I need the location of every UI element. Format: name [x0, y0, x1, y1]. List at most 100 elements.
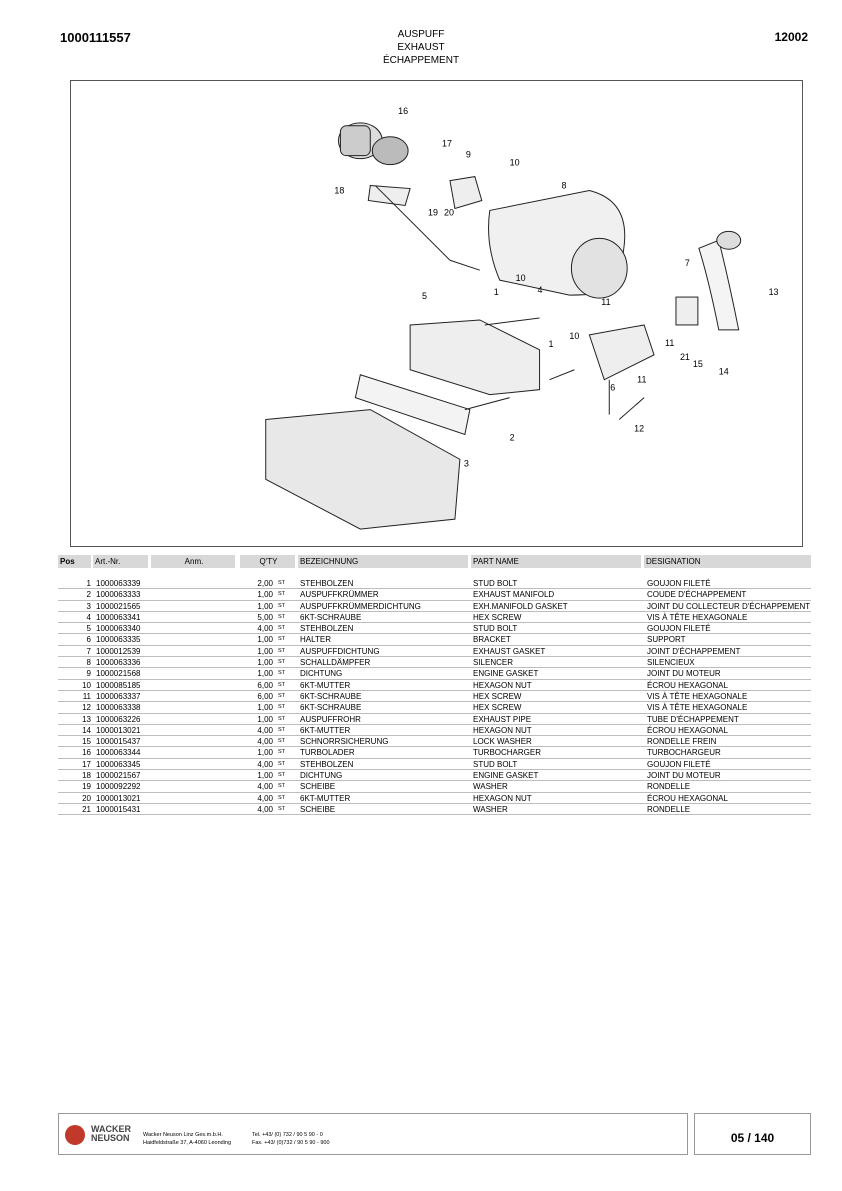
- row-part-name: HEX SCREW: [473, 691, 522, 701]
- row-qty: 1,00: [257, 748, 273, 758]
- row-bezeichnung: SCHNORRSICHERUNG: [300, 737, 389, 747]
- row-art-nr: 1000063338: [96, 703, 141, 713]
- row-art-nr: 1000015431: [96, 804, 141, 814]
- callout-label: 3: [464, 458, 469, 468]
- row-pos: 14: [82, 725, 91, 735]
- footer: WACKER NEUSON Wacker Neuson Linz Ges.m.b…: [58, 1113, 688, 1155]
- row-part-name: HEXAGON NUT: [473, 725, 532, 735]
- callout-label: 1: [549, 339, 554, 349]
- callout-label: 10: [516, 273, 526, 283]
- callout-label: 13: [769, 287, 779, 297]
- callout-label: 16: [398, 106, 408, 116]
- row-art-nr: 1000013021: [96, 793, 141, 803]
- row-part-name: HEXAGON NUT: [473, 793, 532, 803]
- row-pos: 12: [82, 703, 91, 713]
- tel-line: Tel. +43/ (0) 732 / 90 5 90 - 0: [252, 1132, 323, 1138]
- row-pos: 6: [86, 635, 91, 645]
- header-anm: Anm.: [151, 555, 235, 568]
- row-designation: ÉCROU HEXAGONAL: [647, 793, 728, 803]
- row-art-nr: 1000063344: [96, 748, 141, 758]
- row-bezeichnung: SCHEIBE: [300, 782, 336, 792]
- callout-label: 11: [637, 375, 646, 385]
- callout-label: 18: [334, 186, 344, 196]
- company-name: Wacker Neuson Linz Ges.m.b.H.: [143, 1132, 223, 1138]
- row-unit: ST: [278, 625, 286, 632]
- address-line: Haidfeldstraße 37, A-4060 Leonding: [143, 1140, 232, 1146]
- row-pos: 3: [86, 601, 91, 611]
- row-part-name: EXH.MANIFOLD GASKET: [473, 601, 568, 611]
- row-qty: 1,00: [257, 590, 273, 600]
- row-bezeichnung: 6KT-MUTTER: [300, 680, 351, 690]
- logo-wordmark: WACKER NEUSON: [91, 1124, 131, 1143]
- row-art-nr: 1000063333: [96, 590, 141, 600]
- row-qty: 1,00: [257, 635, 273, 645]
- callout-label: 4: [538, 285, 543, 295]
- row-art-nr: 1000063345: [96, 759, 141, 769]
- row-pos: 4: [86, 612, 91, 622]
- row-designation: VIS À TÊTE HEXAGONALE: [647, 703, 748, 713]
- row-qty: 1,00: [257, 658, 273, 668]
- row-bezeichnung: 6KT-SCHRAUBE: [300, 612, 362, 622]
- row-art-nr: 1000021568: [96, 669, 141, 679]
- row-unit: ST: [278, 636, 286, 643]
- callout-label: 1: [494, 287, 499, 297]
- row-part-name: HEX SCREW: [473, 703, 522, 713]
- row-bezeichnung: DICHTUNG: [300, 669, 343, 679]
- row-designation: VIS À TÊTE HEXAGONALE: [647, 612, 748, 622]
- row-designation: JOINT DU MOTEUR: [647, 669, 721, 679]
- callout-label: 6: [610, 383, 615, 393]
- row-pos: 16: [82, 748, 91, 758]
- row-art-nr: 1000063336: [96, 658, 141, 668]
- page-number: 05 / 140: [694, 1113, 811, 1155]
- row-designation: COUDE D'ÉCHAPPEMENT: [647, 590, 747, 600]
- row-part-name: STUD BOLT: [473, 624, 518, 634]
- row-pos: 11: [82, 691, 91, 701]
- row-designation: SUPPORT: [647, 635, 686, 645]
- row-unit: ST: [278, 591, 286, 598]
- row-pos: 20: [82, 793, 91, 803]
- row-art-nr: 1000092292: [96, 782, 141, 792]
- row-unit: ST: [278, 726, 286, 733]
- row-part-name: EXHAUST MANIFOLD: [473, 590, 555, 600]
- row-pos: 21: [82, 804, 91, 814]
- row-unit: ST: [278, 805, 286, 812]
- row-unit: ST: [278, 738, 286, 745]
- row-part-name: STUD BOLT: [473, 759, 518, 769]
- row-unit: ST: [278, 580, 286, 586]
- row-bezeichnung: 6KT-SCHRAUBE: [300, 703, 362, 713]
- row-designation: RONDELLE FREIN: [647, 737, 717, 747]
- title-german: AUSPUFF: [397, 29, 445, 40]
- fax-line: Fax. +43/ (0)732 / 90 5 90 - 900: [252, 1140, 330, 1146]
- row-designation: RONDELLE: [647, 804, 691, 814]
- page-code: 12002: [774, 30, 808, 44]
- row-art-nr: 1000063337: [96, 691, 141, 701]
- row-unit: ST: [278, 715, 286, 722]
- row-designation: VIS À TÊTE HEXAGONALE: [647, 691, 748, 701]
- callout-label: 10: [569, 331, 579, 341]
- row-part-name: BRACKET: [473, 635, 511, 645]
- row-part-name: ENGINE GASKET: [473, 771, 539, 781]
- row-pos: 9: [86, 669, 91, 679]
- row-part-name: EXHAUST PIPE: [473, 714, 532, 724]
- callout-label: 11: [601, 297, 610, 307]
- callout-label: 20: [444, 207, 454, 217]
- row-bezeichnung: DICHTUNG: [300, 771, 343, 781]
- row-part-name: HEX SCREW: [473, 612, 522, 622]
- row-art-nr: 1000063340: [96, 624, 141, 634]
- header-designation: DESIGNATION: [644, 555, 811, 568]
- row-unit: ST: [278, 749, 286, 756]
- header-part-name: PART NAME: [471, 555, 641, 568]
- row-pos: 2: [86, 590, 91, 600]
- row-qty: 4,00: [257, 804, 273, 814]
- row-unit: ST: [278, 760, 286, 767]
- row-designation: GOUJON FILETÉ: [647, 759, 711, 769]
- row-unit: ST: [278, 692, 286, 699]
- row-bezeichnung: HALTER: [300, 635, 331, 645]
- row-pos: 19: [82, 782, 91, 792]
